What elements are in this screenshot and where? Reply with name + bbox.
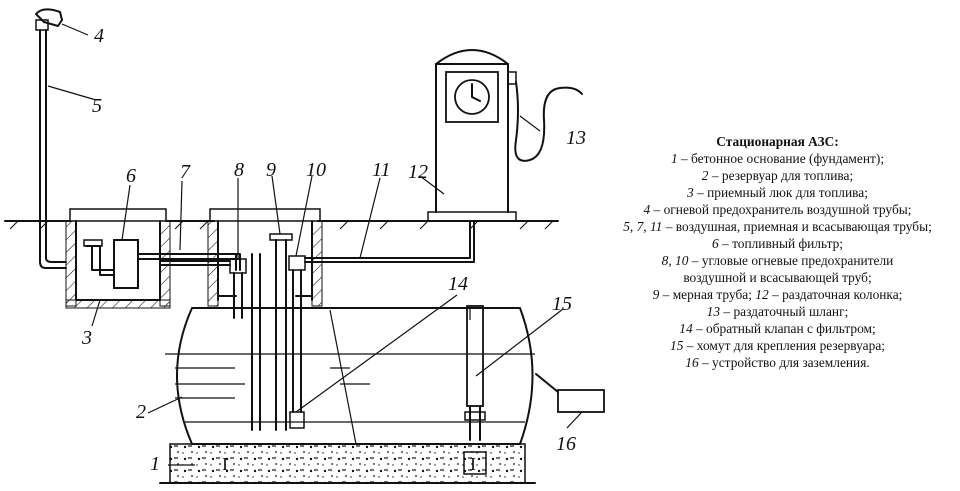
legend-item: 4 – огневой предохранитель воздушной тру… bbox=[643, 202, 912, 217]
label-5: 5 bbox=[92, 95, 102, 117]
label-13: 13 bbox=[566, 127, 586, 149]
fuel-filter bbox=[83, 239, 139, 289]
label-4: 4 bbox=[94, 25, 104, 47]
legend-item: 6 – топливный фильтр; bbox=[711, 236, 844, 251]
tank-mark-left: I bbox=[222, 454, 228, 474]
ground bbox=[4, 220, 559, 230]
label-10: 10 bbox=[306, 159, 326, 181]
legend-item: 16 – устройство для заземления. bbox=[685, 355, 870, 370]
legend-item: воздушной и всасывающей труб; bbox=[683, 270, 872, 285]
label-11: 11 bbox=[372, 159, 391, 181]
legend-item: 2 – резервуар для топлива; bbox=[701, 168, 854, 183]
receiving-pipe bbox=[137, 253, 241, 271]
label-1: 1 bbox=[150, 453, 160, 475]
label-2: 2 bbox=[136, 401, 146, 423]
label-16: 16 bbox=[556, 433, 576, 455]
angle-arrester-air bbox=[159, 258, 247, 319]
legend-item: 8, 10 – угловые огневые предохранители bbox=[661, 253, 894, 268]
suction-pipe-arrester bbox=[251, 220, 475, 431]
label-14: 14 bbox=[448, 273, 468, 295]
legend-item: 5, 7, 11 – воздушная, приемная и всасыва… bbox=[623, 219, 932, 234]
label-8: 8 bbox=[234, 159, 244, 181]
label-7: 7 bbox=[180, 161, 191, 183]
leader-lines bbox=[47, 23, 583, 466]
measuring-pipe bbox=[269, 233, 293, 431]
fuel-dispenser bbox=[427, 49, 583, 222]
legend-item: 1 – бетонное основание (фундамент); bbox=[670, 151, 885, 166]
legend-item: 9 – мерная труба; 12 – раздаточная колон… bbox=[652, 287, 903, 302]
label-6: 6 bbox=[126, 165, 136, 187]
label-9: 9 bbox=[266, 159, 276, 181]
tank-clamp bbox=[464, 305, 486, 441]
tank-mark-right: I bbox=[470, 454, 476, 474]
label-15: 15 bbox=[552, 293, 572, 315]
legend: Стационарная АЗС: 1 – бетонное основание… bbox=[600, 133, 955, 371]
label-12: 12 bbox=[408, 161, 428, 183]
legend-item: 15 – хомут для крепления резервуара; bbox=[670, 338, 885, 353]
fuel-tank bbox=[165, 307, 535, 445]
legend-item: 13 – раздаточный шланг; bbox=[706, 304, 849, 319]
label-3: 3 bbox=[81, 327, 92, 349]
legend-title: Стационарная АЗС: bbox=[716, 134, 839, 149]
grounding-device bbox=[535, 373, 605, 413]
legend-item: 3 – приемный люк для топлива; bbox=[687, 185, 868, 200]
legend-item: 14 – обратный клапан с фильтром; bbox=[679, 321, 876, 336]
air-pipe bbox=[35, 8, 67, 269]
